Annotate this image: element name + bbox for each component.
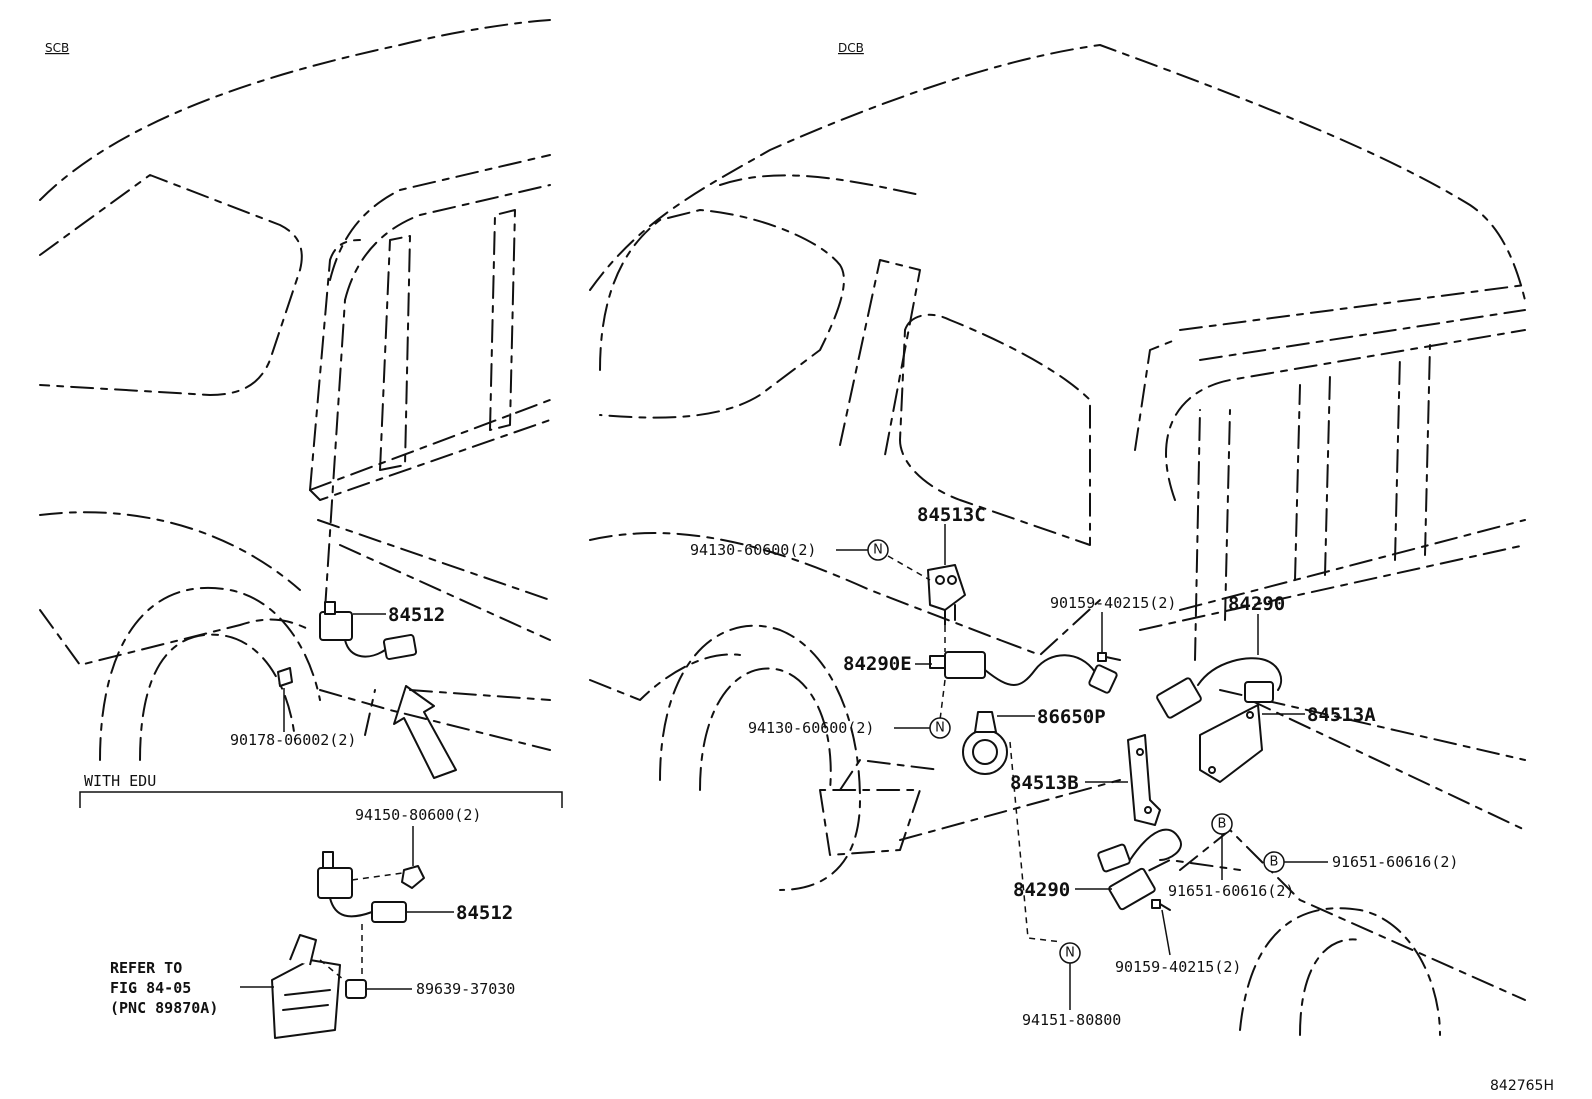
svg-text:N: N	[1065, 946, 1075, 961]
refer-note-line2: FIG 84-05	[110, 979, 191, 997]
refer-note-line1: REFER TO	[110, 959, 182, 977]
callout-94130-bottom: 94130-60600(2)	[748, 719, 874, 737]
callout-94151: 94151-80800	[1022, 1011, 1121, 1029]
sensor-84290-bottom	[1097, 828, 1182, 911]
callout-84513b: 84513B	[1010, 772, 1079, 794]
pointer-arrow	[393, 685, 457, 779]
callout-89639: 89639-37030	[416, 980, 515, 998]
callout-86650p: 86650P	[1037, 706, 1106, 728]
sensor-84512-left	[319, 601, 418, 660]
callout-91651-b: 91651-60616(2)	[1168, 882, 1294, 900]
svg-text:N: N	[873, 543, 883, 558]
callout-84290e: 84290E	[843, 653, 912, 675]
callout-84512-left: 84512	[388, 604, 445, 626]
variant-label-scb: SCB	[45, 41, 69, 55]
bracket-84513b	[1127, 734, 1161, 826]
refer-note-line3: (PNC 89870A)	[110, 999, 218, 1017]
section-label-with-edu: WITH EDU	[84, 772, 156, 790]
svg-text:N: N	[935, 721, 945, 736]
svg-text:B: B	[1218, 817, 1227, 832]
nut-94150-icon	[401, 865, 425, 889]
horn-86650p	[962, 711, 1008, 775]
callout-84513a: 84513A	[1307, 704, 1376, 726]
svg-text:B: B	[1270, 855, 1279, 870]
bracket-84513c	[927, 564, 966, 626]
section-bracket	[79, 791, 563, 808]
sensor-84290e	[929, 651, 1118, 694]
callout-94150: 94150-80600(2)	[355, 806, 481, 824]
bolt-90159-top-icon	[1097, 652, 1121, 662]
marker-n-1	[867, 539, 889, 561]
callout-90159-top: 90159-40215(2)	[1050, 594, 1176, 612]
callout-84512-edu: 84512	[456, 902, 513, 924]
bolt-90159-bottom-icon	[1151, 899, 1171, 911]
variant-label-dcb: DCB	[838, 41, 864, 55]
callout-84290-top: 84290	[1228, 593, 1285, 615]
edu-module	[271, 934, 341, 1039]
figure-number: 842765H	[1490, 1078, 1554, 1094]
sensor-84290-top	[1156, 657, 1283, 719]
scb-vehicle-outline	[39, 19, 551, 761]
callout-84513c: 84513C	[917, 504, 986, 526]
callout-90159-bottom: 90159-40215(2)	[1115, 958, 1241, 976]
bracket-84513a	[1199, 704, 1263, 783]
callout-94130-top: 94130-60600(2)	[690, 541, 816, 559]
callout-84290-bottom: 84290	[1013, 879, 1070, 901]
marker-n-2	[929, 717, 951, 739]
callout-90178: 90178-06002(2)	[230, 731, 356, 749]
clip-89639-icon	[345, 979, 367, 999]
bolt-90178-icon	[277, 667, 293, 687]
callout-91651-a: 91651-60616(2)	[1332, 853, 1458, 871]
sensor-84512-edu	[317, 851, 407, 923]
